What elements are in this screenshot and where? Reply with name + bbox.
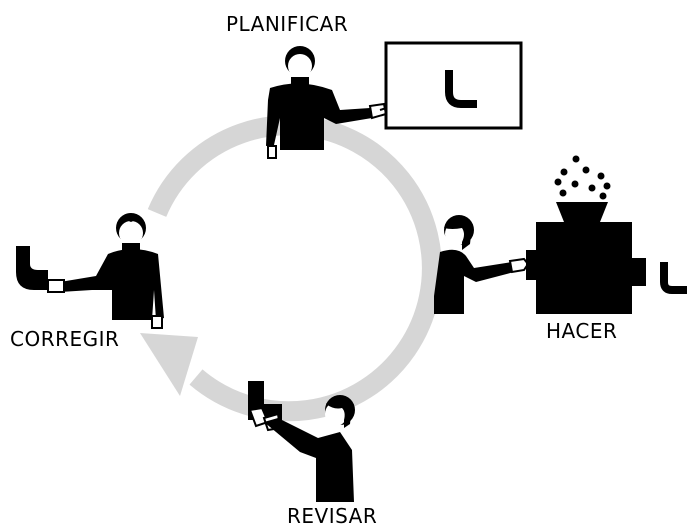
pipe-elbow-icon — [445, 70, 477, 108]
pipe-elbow-icon — [660, 262, 687, 294]
stage-label-hacer: HACER — [546, 319, 618, 343]
whiteboard-icon — [384, 41, 523, 130]
cycle-ring-arc — [147, 115, 442, 422]
inspector-figure — [248, 381, 355, 502]
stage-label-corregir: CORREGIR — [10, 327, 120, 351]
machine-icon — [526, 155, 687, 314]
stage-label-planificar: PLANIFICAR — [226, 12, 349, 36]
pipe-elbow-icon — [16, 246, 48, 290]
operator-figure — [434, 215, 530, 314]
cycle-ring — [140, 115, 442, 422]
stage-label-revisar: REVISAR — [287, 504, 378, 528]
corrector-figure — [16, 213, 164, 329]
cycle-arrow-icon — [140, 333, 198, 396]
